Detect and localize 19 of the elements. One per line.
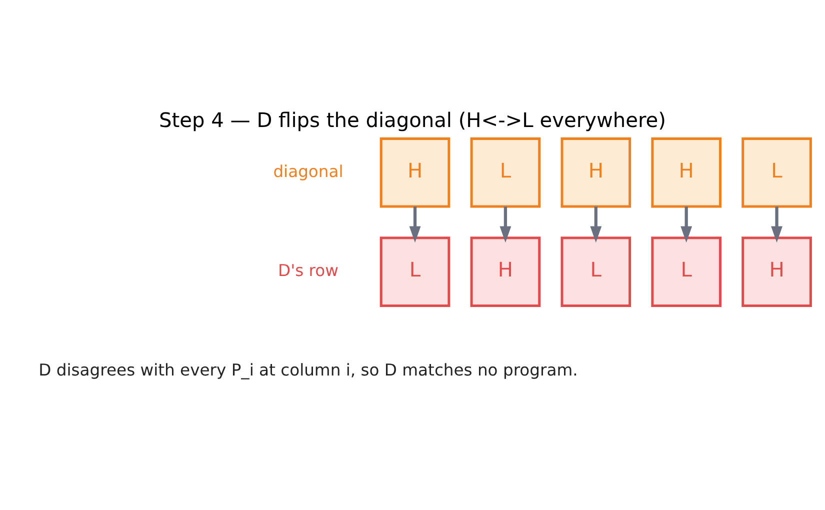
arrow [409, 206, 421, 242]
arrow [771, 206, 782, 242]
node-box: L [470, 136, 541, 208]
label: D disagrees with every P_i at column i, so D matches no program. [38, 360, 578, 379]
node-box: H [651, 136, 722, 208]
node-box: L [560, 236, 632, 306]
arrow [500, 206, 512, 242]
node-box: L [380, 236, 450, 306]
diagram-title: Step 4 — D flips the diagonal (H<->L everywhere) [159, 108, 666, 132]
label: diagonal [273, 161, 344, 180]
node-box: H [470, 236, 541, 306]
node-box: L [651, 236, 722, 306]
arrow [590, 206, 602, 242]
node-box: H [742, 236, 812, 306]
node-box: L [742, 136, 812, 208]
node-box: H [560, 136, 632, 208]
arrow [680, 206, 692, 242]
node-box: H [380, 136, 450, 208]
label: D's row [278, 260, 338, 280]
